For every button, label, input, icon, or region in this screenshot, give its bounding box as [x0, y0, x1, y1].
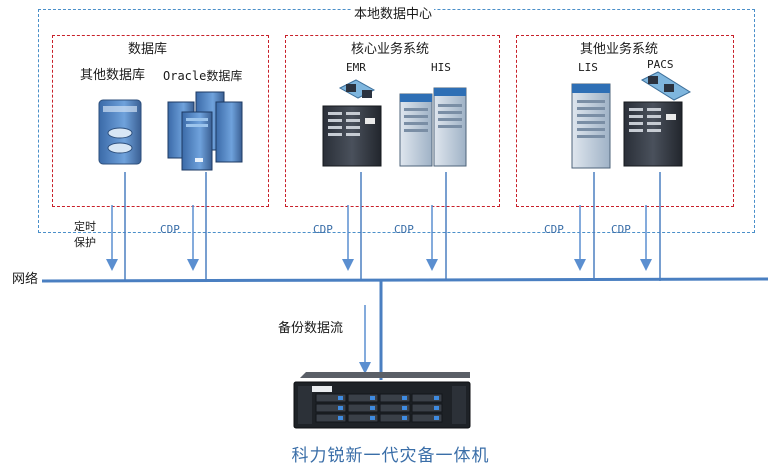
database-group-title: 数据库 [128, 42, 168, 57]
pacs-label: PACS [647, 58, 674, 71]
network-line [41, 277, 769, 283]
cdp-label-pacs: CDP [611, 223, 631, 236]
core-group-title: 核心业务系统 [351, 42, 430, 57]
oracle-db-label: Oracle数据库 [163, 69, 243, 83]
his-label: HIS [431, 61, 451, 74]
cdp-label-emr: CDP [313, 223, 333, 236]
other-system-group-box [516, 35, 734, 207]
backup-flow-label: 备份数据流 [278, 321, 344, 336]
network-label: 网络 [12, 272, 39, 287]
scheduled-protect-label-1: 定时 [74, 220, 96, 233]
datacenter-label: 本地数据中心 [352, 7, 435, 23]
pacs-server-icon [623, 71, 692, 167]
other-db-server-icon [98, 99, 142, 165]
cdp-label-oracle: CDP [160, 223, 180, 236]
other-db-label: 其他数据库 [80, 68, 146, 83]
database-group-box [52, 35, 269, 207]
appliance-label: 科力锐新一代灾备一体机 [291, 446, 490, 466]
emr-label: EMR [346, 61, 366, 74]
cdp-label-his: CDP [394, 223, 414, 236]
cdp-label-lis: CDP [544, 223, 564, 236]
other-group-title: 其他业务系统 [580, 42, 659, 57]
scheduled-protect-label-2: 保护 [74, 236, 96, 249]
oracle-cluster-icon [167, 91, 243, 171]
lis-server-icon [571, 83, 611, 169]
emr-server-icon [322, 79, 382, 167]
his-server-icon [399, 87, 467, 167]
core-system-group-box [285, 35, 500, 207]
backup-appliance-icon [293, 372, 471, 429]
lis-label: LIS [578, 61, 598, 74]
